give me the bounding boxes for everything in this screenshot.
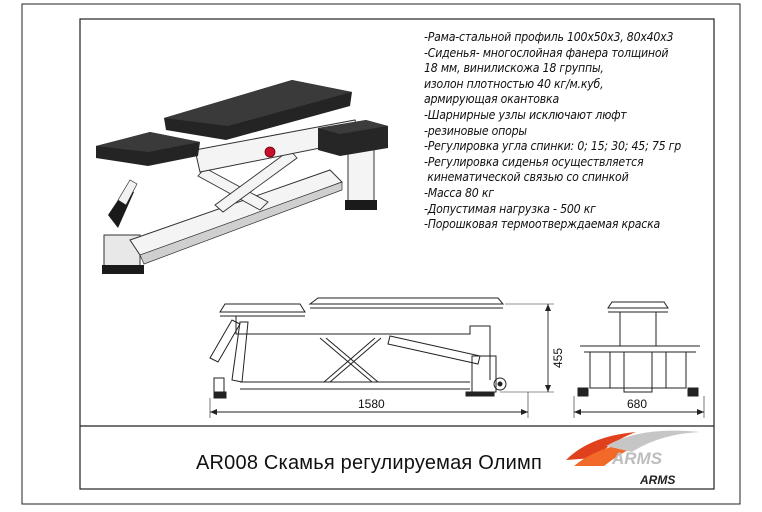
product-caption: AR008 Скамья регулируемая Олимп — [196, 452, 542, 474]
spec-list: -Рама-стальной профиль 100х50х3, 80х40х3… — [424, 30, 724, 233]
spec-line: -Масса 80 кг — [424, 185, 494, 200]
spec-line: армирующая окантовка — [424, 92, 559, 107]
dimension-length: 1580 — [358, 397, 385, 411]
bench-side-view — [209, 297, 507, 399]
spec-line: -Шарнирные узлы исключают люфт — [424, 107, 627, 122]
spec-line: -Сиденья- многослойная фанера толщиной — [424, 45, 669, 60]
spec-line: -Регулировка угла спинки: 0; 15; 30; 45;… — [424, 139, 682, 154]
spec-line: 18 мм, винилискожа 18 группы, — [424, 61, 604, 76]
bench-3d-illustration — [96, 80, 388, 274]
spec-line: -резиновые опоры — [424, 123, 527, 138]
dimension-width: 680 — [627, 397, 647, 411]
spec-line: -Допустимая нагрузка - 500 кг — [424, 201, 596, 216]
arms-logo: ARMS ARMS — [566, 430, 700, 487]
spec-line: -Рама-стальной профиль 100х50х3, 80х40х3 — [424, 30, 674, 44]
spec-line: -Регулировка сиденья осуществляется — [424, 154, 644, 169]
bench-front-view — [577, 301, 700, 397]
spec-line: кинематической связью со спинкой — [424, 170, 629, 185]
spec-line: изолон плотностью 40 кг/м.куб, — [424, 76, 604, 91]
logo-wordmark-small: ARMS — [639, 473, 675, 487]
logo-wordmark: ARMS — [611, 449, 663, 468]
spec-line: -Порошковая термоотверждаемая краска — [424, 217, 661, 232]
dimension-height: 455 — [551, 348, 565, 368]
